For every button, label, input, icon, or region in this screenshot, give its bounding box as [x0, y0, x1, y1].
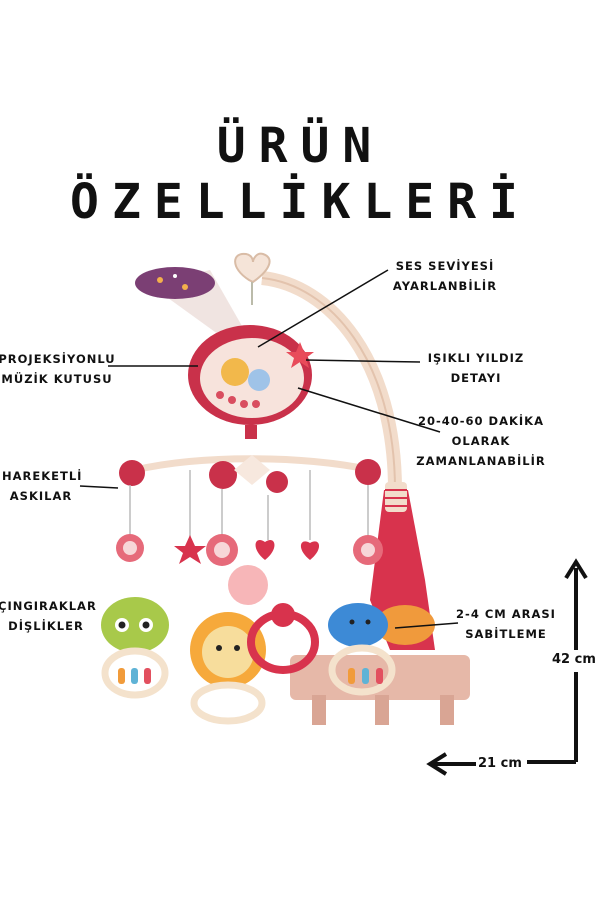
volume-feature-label: SES SEVİYESİ AYARLANBİLİR [392, 259, 498, 293]
projection-disc [135, 267, 215, 299]
hangers-feature-label: HAREKETLİ ASKILAR [2, 469, 83, 503]
owl-rattle-icon [101, 597, 169, 699]
flower-toy-icon [353, 535, 383, 565]
elephant-rattle-icon [328, 603, 435, 696]
heart-hook-icon [234, 252, 271, 284]
mount-feature-label: 2-4 CM ARASI SABİTLEME [456, 607, 556, 641]
timer-feature-label: 20-40-60 DAKİKA OLARAK ZAMANLANABİLİR [416, 414, 546, 468]
projector-feature-label: PROJEKSİYONLU MÜZİK KUTUSU [0, 352, 116, 386]
heart-toy-icon [300, 541, 320, 560]
width-arrow-icon [426, 752, 476, 776]
height-dimension-label: 42 cm [552, 652, 596, 667]
star-toy-icon [174, 535, 206, 564]
elephant-face-icon [248, 369, 270, 391]
heart-toy-icon [255, 540, 275, 560]
crab-rattle-icon [247, 603, 319, 674]
page-title: ÜRÜN ÖZELLİKLERİ [70, 118, 531, 230]
rattles-feature-label: ÇINGIRAKLAR DİŞLİKLER [0, 599, 97, 633]
width-dimension-label: 21 cm [478, 756, 522, 771]
flower-toy-icon [116, 534, 144, 562]
leader-lines [79, 269, 459, 629]
lion-rattle-icon [190, 612, 266, 725]
light-star-icon [286, 342, 314, 368]
lion-face-icon [221, 358, 249, 386]
flower-toy-icon [206, 534, 238, 566]
star-feature-label: IŞIKLI YILDIZ DETAYI [427, 351, 525, 385]
